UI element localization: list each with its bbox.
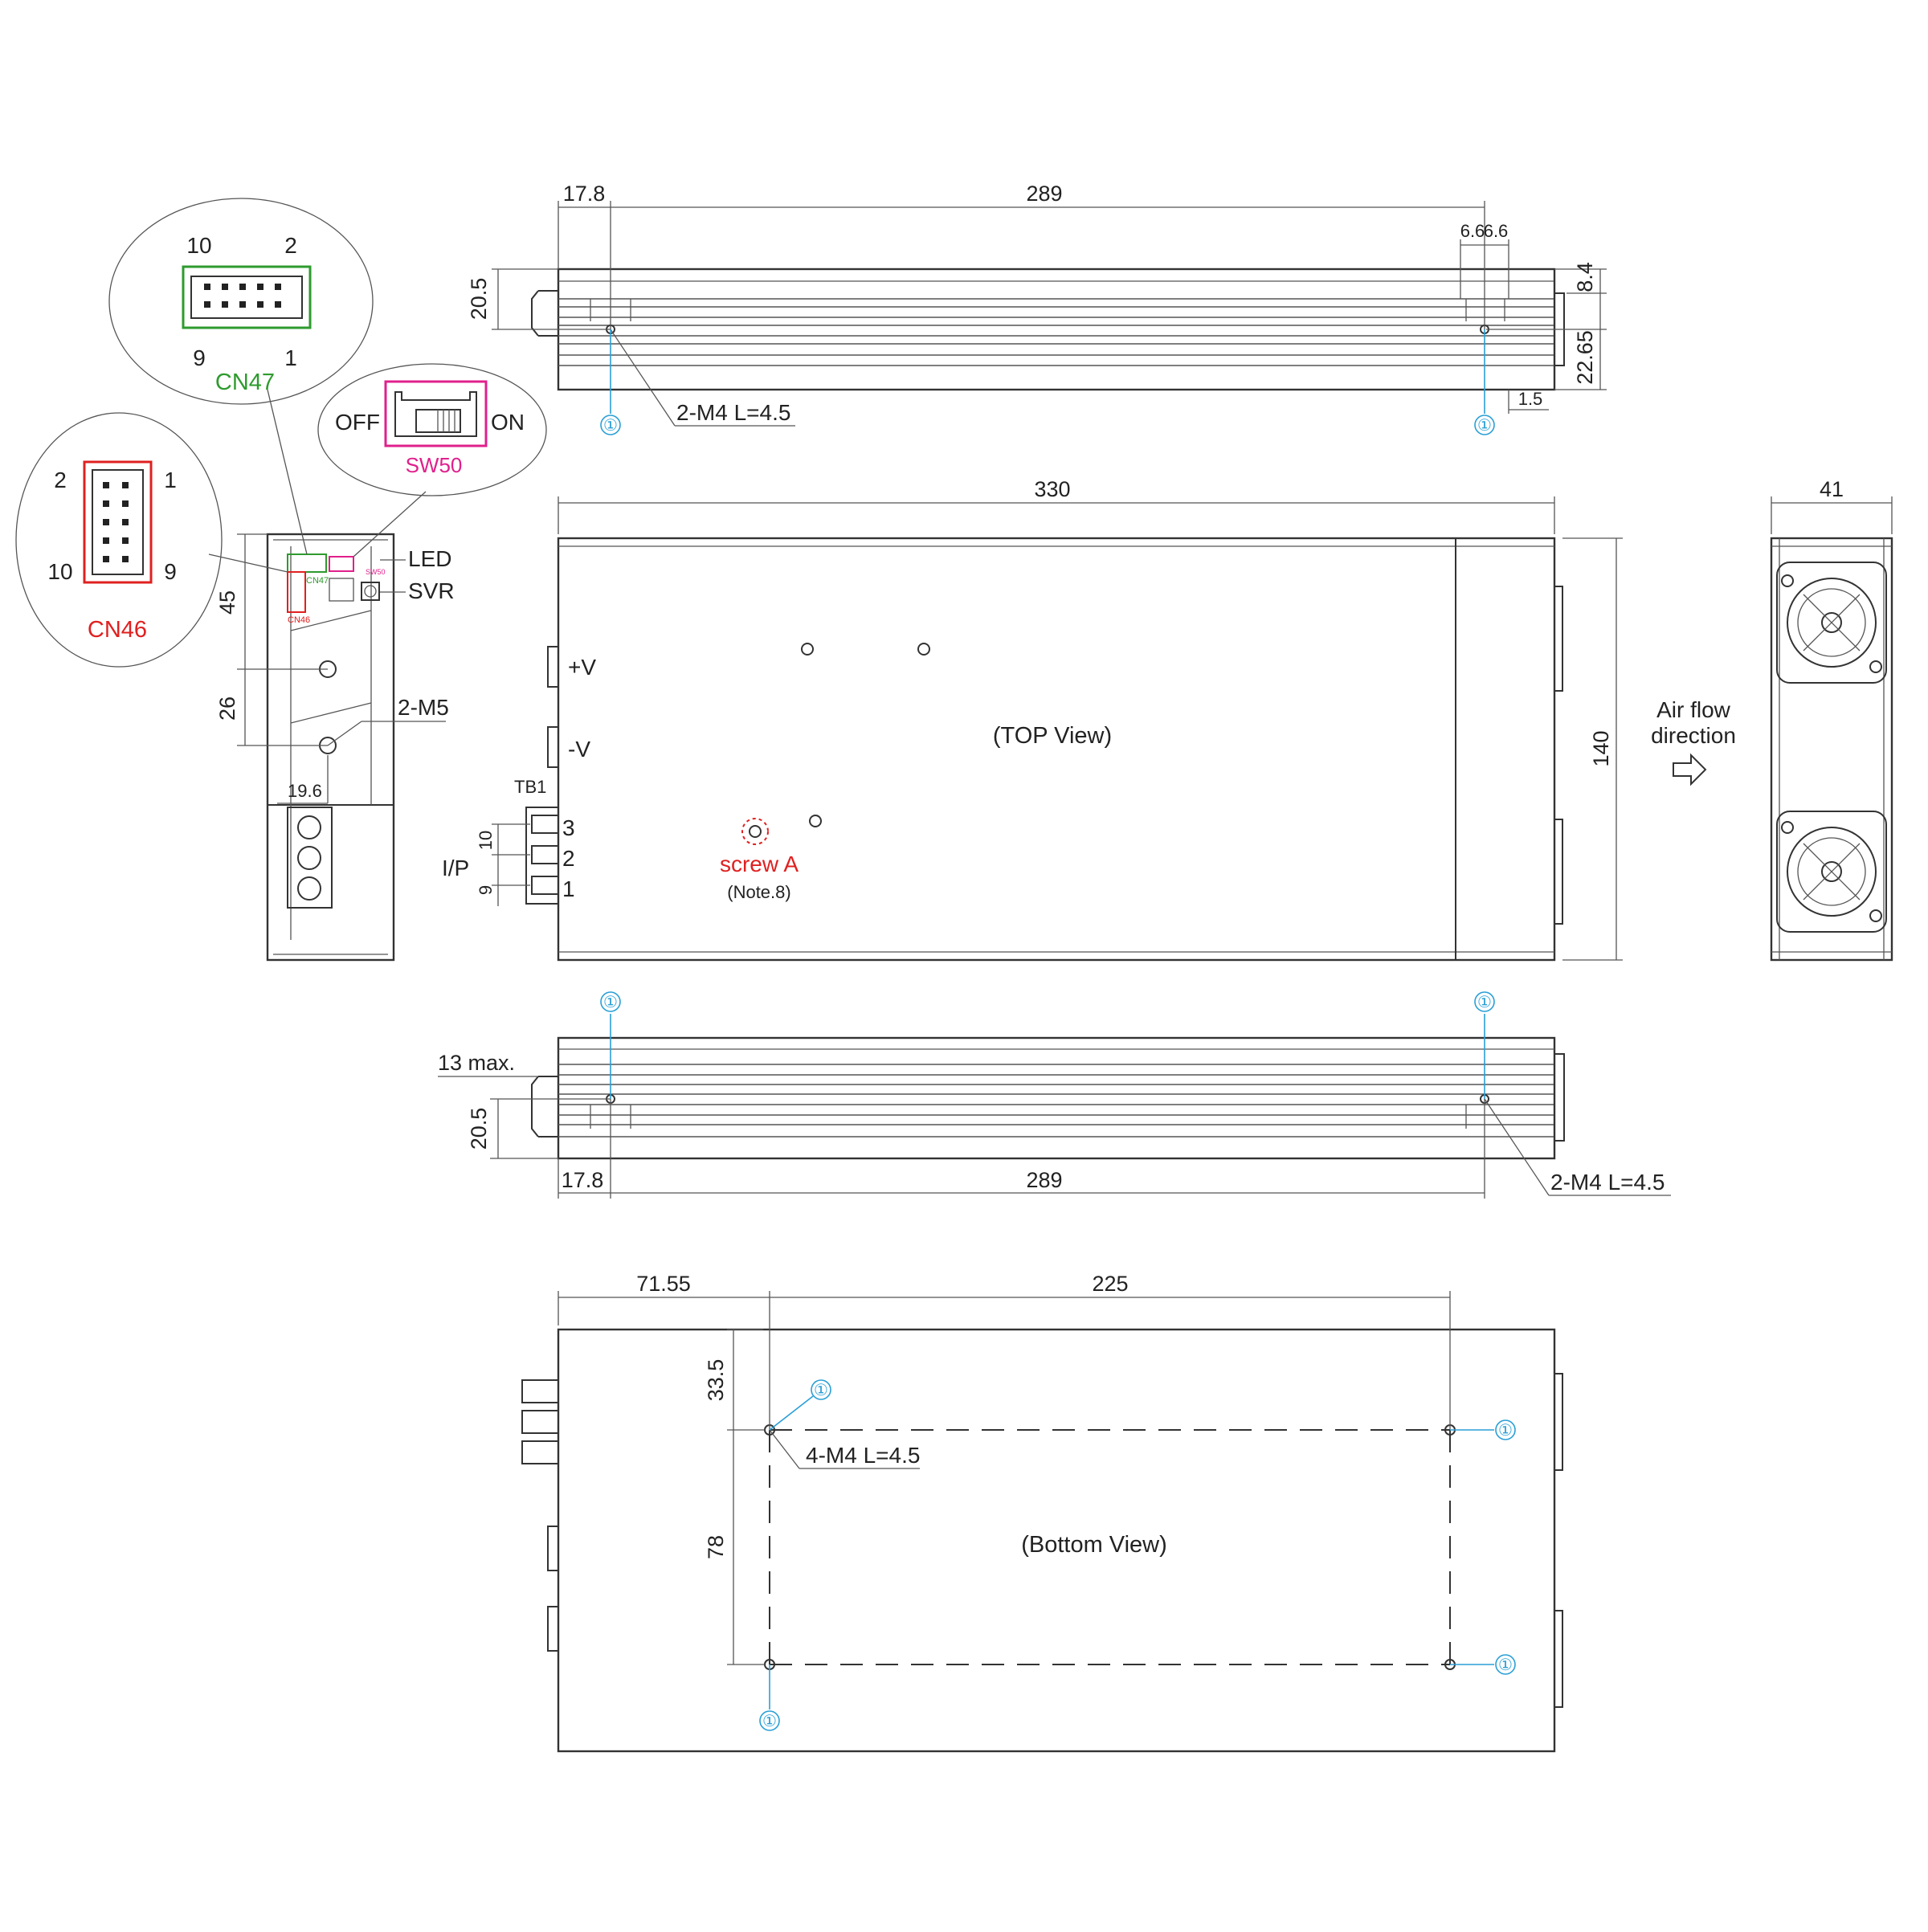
mark-1-icon: ① <box>1498 1422 1513 1440</box>
mark-1-icon: ① <box>1477 994 1492 1011</box>
mark-1-icon: ① <box>603 417 618 435</box>
mark-1-icon: ① <box>1477 417 1492 435</box>
fan-icon <box>1776 811 1887 933</box>
dim-78: 78 <box>704 1535 728 1559</box>
pin-2: 2 <box>562 846 575 871</box>
dim-330: 330 <box>1034 477 1070 501</box>
cn46-pins <box>103 482 129 562</box>
cn47-frame <box>182 265 312 329</box>
dim-6-6-b: 6.6 <box>1484 221 1509 241</box>
top-view-title: (TOP View) <box>993 723 1112 749</box>
cn46-pin-2: 2 <box>54 468 67 492</box>
dim-22-65: 22.65 <box>1573 330 1597 385</box>
dim-20-5: 20.5 <box>467 1108 491 1150</box>
terminal-stubs <box>521 1379 559 1464</box>
fins <box>558 298 1554 366</box>
pin-1: 1 <box>562 876 575 901</box>
dim-41: 41 <box>1820 477 1844 501</box>
sw50-frame <box>384 380 488 447</box>
dim-1-5: 1.5 <box>1518 389 1543 409</box>
tb1-label: TB1 <box>514 777 546 797</box>
dim-8-4: 8.4 <box>1573 262 1597 292</box>
dim-140: 140 <box>1589 730 1613 766</box>
arrow-right-icon <box>1673 753 1707 786</box>
sw50-on: ON <box>491 410 525 435</box>
pin-3: 3 <box>562 815 575 840</box>
cn47-pin-1: 1 <box>284 345 297 370</box>
cn46-pin-10: 10 <box>47 559 72 584</box>
mark-1-icon: ① <box>814 1382 828 1399</box>
bottom-view-title: (Bottom View) <box>1021 1532 1167 1558</box>
minus-v-label: -V <box>568 737 590 762</box>
front-view: 41 Air flow direction <box>1651 477 1893 962</box>
led-label: LED <box>408 546 451 571</box>
dim-19-6: 19.6 <box>288 781 322 801</box>
dim-10: 10 <box>476 831 496 850</box>
cn46-small <box>287 571 306 613</box>
cn46-small-label: CN46 <box>288 615 310 625</box>
dim-26: 26 <box>215 696 239 721</box>
plus-v-label: +V <box>568 655 596 680</box>
cn46-pin-1: 1 <box>164 468 177 492</box>
ip-label: I/P <box>442 856 469 880</box>
dim-45: 45 <box>215 590 239 615</box>
cn47-callout: 10 2 9 1 CN47 <box>108 198 374 555</box>
airflow-label-2: direction <box>1651 723 1736 748</box>
sw50-title: SW50 <box>406 453 463 477</box>
cn46-pin-9: 9 <box>164 559 177 584</box>
screw-a-label: screw A <box>720 852 799 876</box>
screw-label: 2-M4 L=4.5 <box>1550 1170 1665 1195</box>
airflow-label-1: Air flow <box>1656 697 1731 722</box>
svr-label: SVR <box>408 578 455 603</box>
dim-6-6-a: 6.6 <box>1460 221 1485 241</box>
note-label: (Note.8) <box>727 882 790 902</box>
side-view-top: 17.8 289 20.5 6.6 6.6 8.4 22.65 1.5 2-M4… <box>467 182 1607 435</box>
sw50-off: OFF <box>335 410 380 435</box>
cn47-pin-2: 2 <box>284 233 297 258</box>
dim-20-5: 20.5 <box>467 278 491 321</box>
cn46-title: CN46 <box>88 617 147 643</box>
dim-17-8: 17.8 <box>563 182 606 206</box>
fins <box>558 1064 1554 1138</box>
mark-1-icon: ① <box>1498 1656 1513 1674</box>
sw50-small <box>329 556 354 572</box>
cn47-small-label: CN47 <box>306 576 329 586</box>
tb1-terminal-block <box>525 807 559 905</box>
screw-label: 4-M4 L=4.5 <box>806 1443 920 1468</box>
dim-33-5: 33.5 <box>704 1359 728 1402</box>
mark-1-icon: ① <box>762 1713 777 1730</box>
cn47-pin-9: 9 <box>193 345 206 370</box>
bottom-view: (Bottom View) 71.55 225 33.5 78 4-M4 L=4… <box>521 1272 1563 1753</box>
cn46-callout: 2 1 10 9 CN46 <box>15 412 288 668</box>
sw50-small-label: SW50 <box>366 568 386 576</box>
dim-289: 289 <box>1026 182 1062 206</box>
dim-71-55: 71.55 <box>636 1272 691 1296</box>
dim-289: 289 <box>1026 1168 1062 1192</box>
dim-9: 9 <box>476 885 496 895</box>
screw-a-marker <box>741 818 769 845</box>
m5-label: 2-M5 <box>398 695 449 720</box>
cn47-pins <box>204 284 281 308</box>
dim-17-8: 17.8 <box>562 1168 604 1192</box>
mark-1-icon: ① <box>603 994 618 1011</box>
cn47-title: CN47 <box>215 370 275 395</box>
end-view: CN47 CN46 SW50 LED SVR 2-M5 45 26 19.6 <box>215 533 455 962</box>
top-view: +V -V TB1 3 2 1 I/P 10 9 screw A (Note.8… <box>442 477 1623 962</box>
sw50-callout: OFF ON SW50 <box>317 363 547 558</box>
fan-icon <box>1776 562 1887 684</box>
side-view-bottom: 13 max. 20.5 17.8 289 2-M4 L=4.5 ① ① <box>438 991 1671 1199</box>
cn47-pin-10: 10 <box>186 233 211 258</box>
cn46-frame <box>83 460 153 584</box>
screw-label: 2-M4 L=4.5 <box>676 400 790 425</box>
dim-13-max: 13 max. <box>438 1051 515 1075</box>
dim-225: 225 <box>1092 1272 1128 1296</box>
